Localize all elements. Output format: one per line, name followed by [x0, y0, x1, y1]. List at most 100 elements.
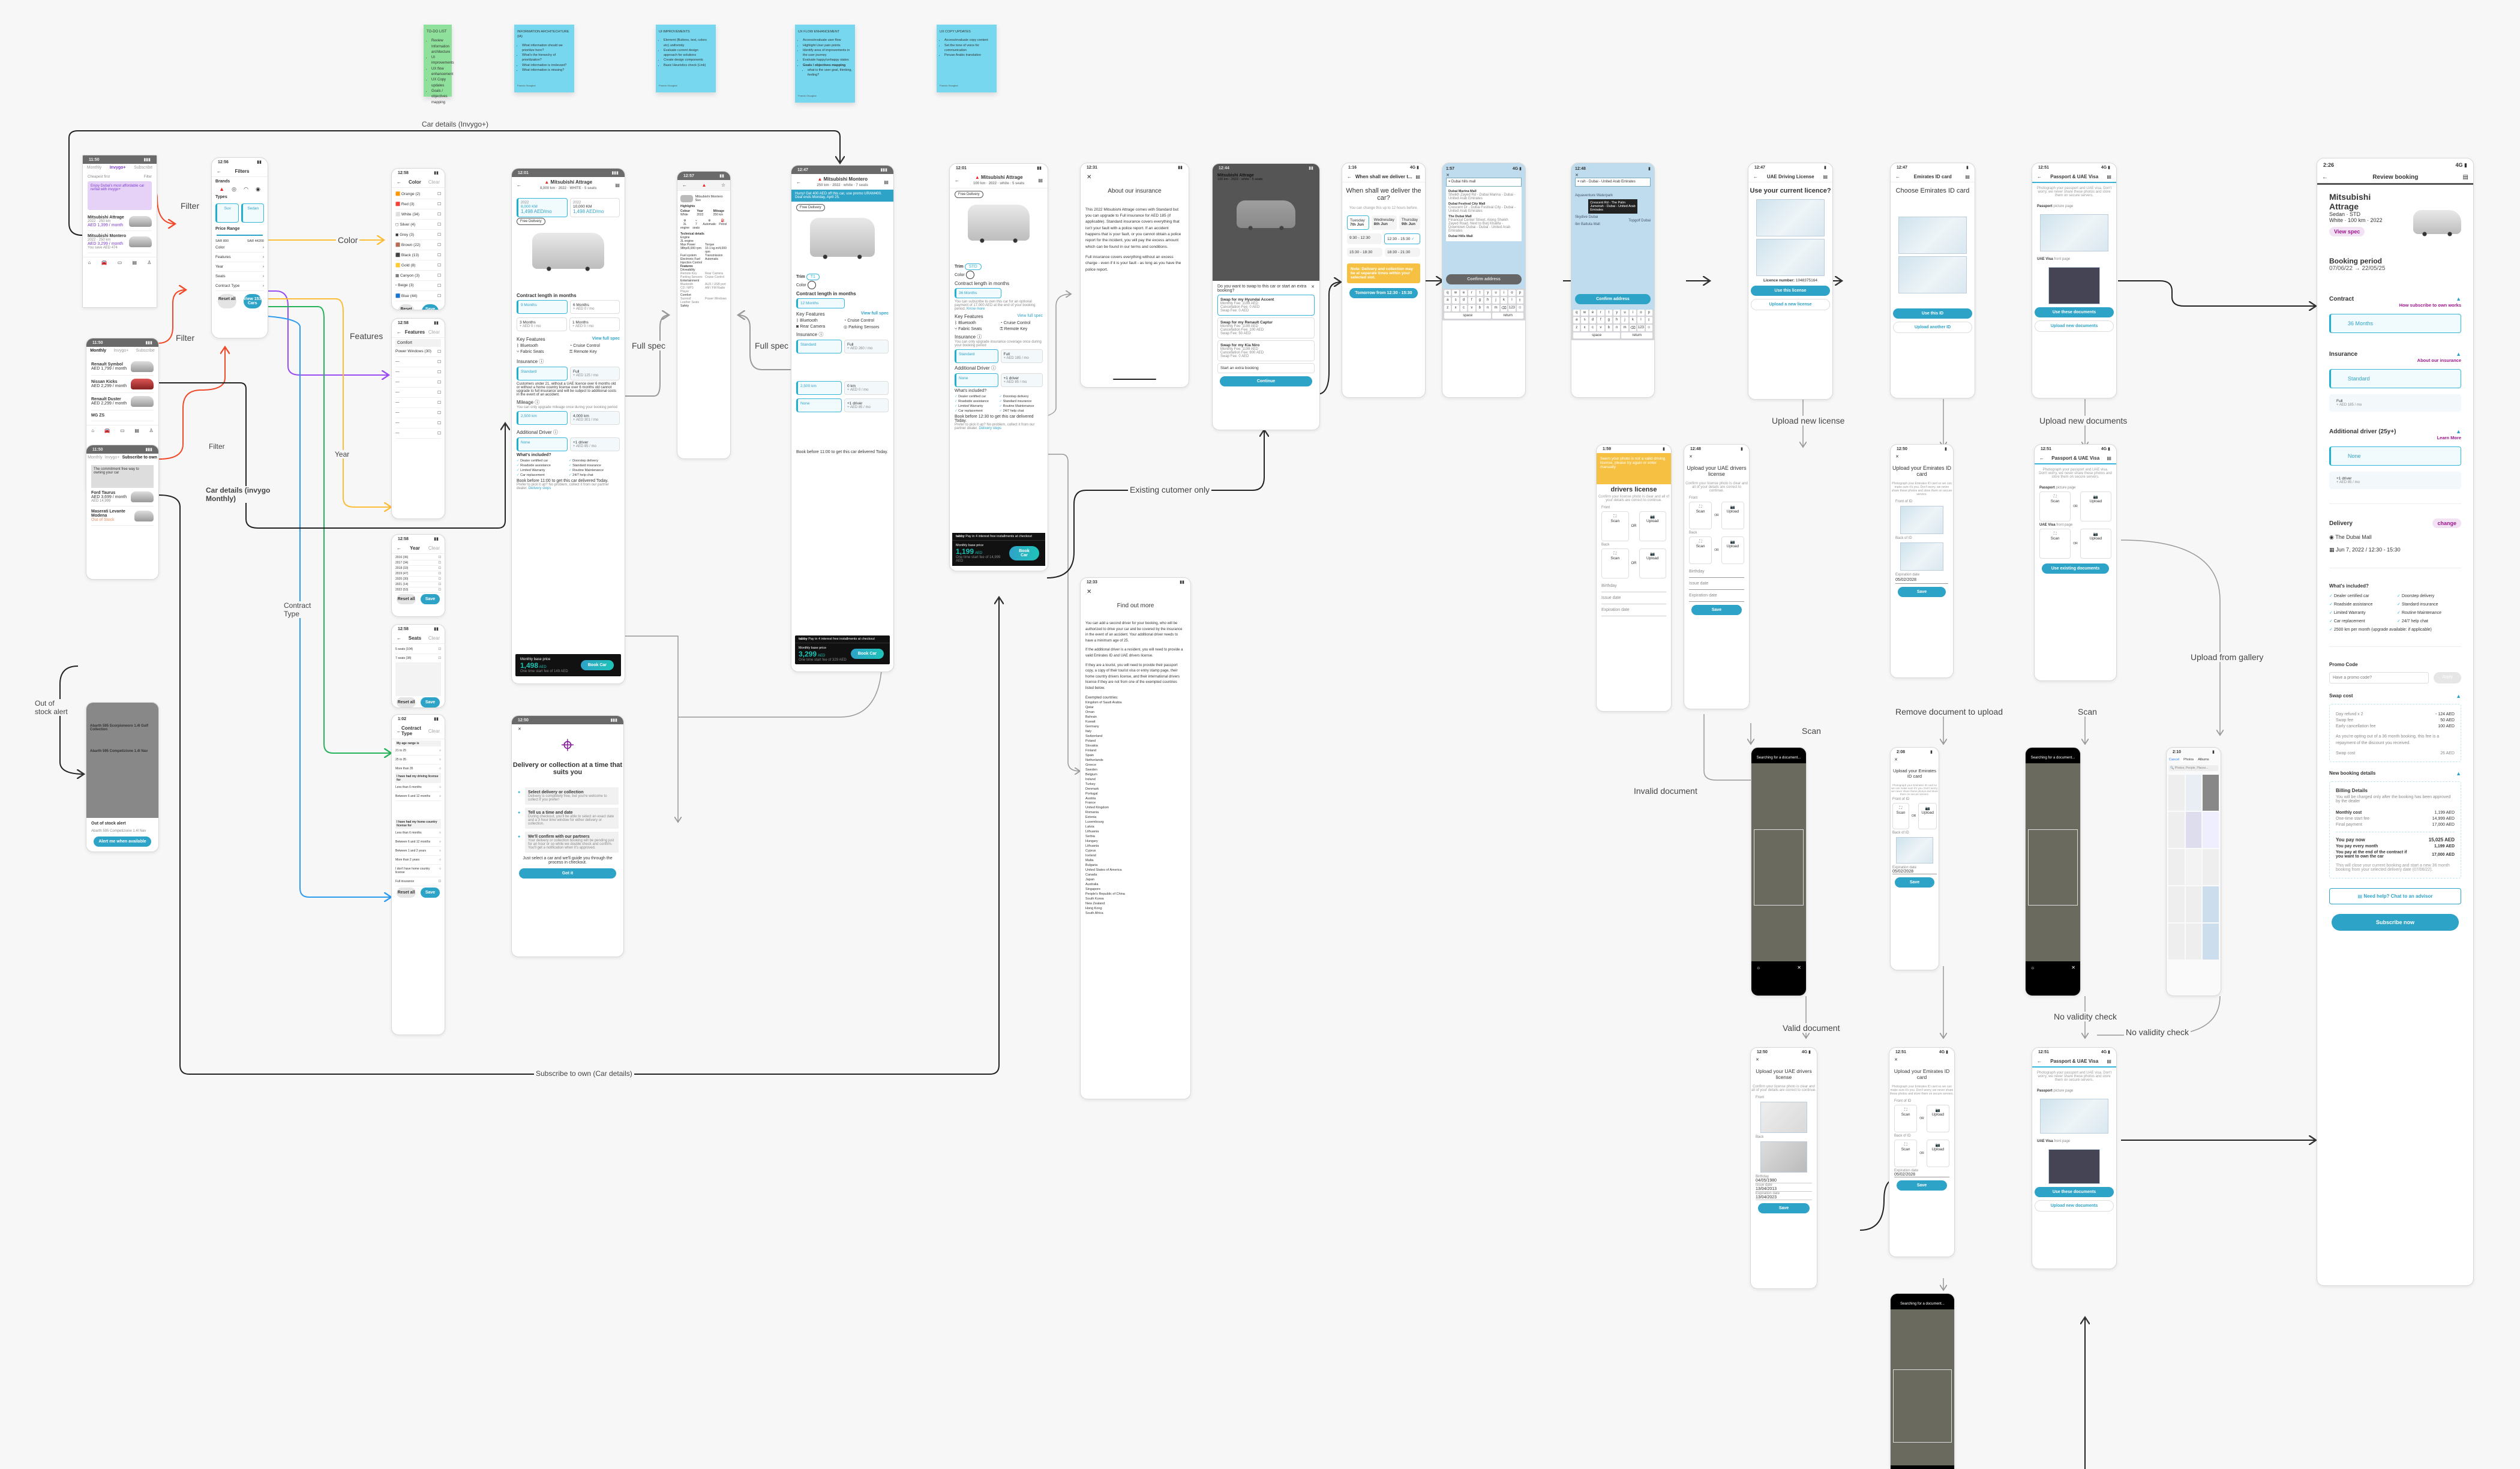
use-id-button[interactable]: Use this ID [1893, 308, 1972, 319]
home-license-option[interactable]: More than 2 years○ [395, 856, 441, 865]
change-delivery-button[interactable]: change [2432, 518, 2461, 528]
screen-out-of-stock[interactable]: Abarth 595 Scorpioneoro 1.4l Gulf Collec… [86, 702, 159, 852]
cancel-button[interactable]: Cancel [2169, 758, 2180, 762]
filter-contract-type[interactable]: Contract Type› [215, 281, 264, 291]
view-full-spec-link[interactable]: View full spec [592, 337, 620, 341]
contract-option[interactable]: 12 Months [796, 298, 845, 308]
tab-invygo-plus[interactable]: Invygo+ [109, 166, 126, 170]
screen-emirates-upload[interactable]: 12:50▮ ✕ Upload your Emirates ID card Ph… [1890, 444, 1954, 678]
age-option[interactable]: 25 to 35○ [395, 756, 441, 765]
wallet-icon[interactable]: ▤ [132, 260, 137, 265]
back-arrow-icon[interactable]: ← [397, 545, 401, 551]
car-icon[interactable]: 🚘 [104, 428, 110, 433]
full-insurance-toggle[interactable]: Full insurance☐ [395, 877, 441, 886]
upload-button[interactable]: 📷Upload [1926, 1140, 1949, 1167]
home-icon[interactable]: ⌂ [88, 260, 91, 265]
driver-option[interactable]: +1 driver+ AED 85 / mo [2329, 472, 2461, 489]
address-input[interactable]: ⌖ rah - Dubai - United Arab Emirates [1575, 178, 1651, 187]
filter-color[interactable]: Color› [215, 243, 264, 253]
contract-option[interactable]: 36 Months [2329, 314, 2461, 333]
age-option[interactable]: 21 to 25○ [395, 747, 441, 756]
filter-year[interactable]: Year› [215, 262, 264, 272]
collapse-triangle-icon[interactable]: ▲ [2456, 771, 2461, 777]
screen-license-invalid[interactable]: 1:59▮ Seem your photo is not a valid dri… [1596, 444, 1672, 712]
color-option[interactable]: ▫ Beige (3)☐ [395, 281, 441, 291]
back-arrow-icon[interactable]: ← [2037, 174, 2042, 179]
trim-option[interactable]: T1 [806, 274, 820, 280]
home-license-option[interactable]: Between 6 and 12 months○ [395, 838, 441, 847]
back-arrow-icon[interactable]: ← [517, 182, 521, 188]
flash-icon[interactable]: ☼ [2030, 965, 2035, 970]
sticky-ux-copy[interactable]: UX COPY UPDATES Access/evaluate copy con… [937, 25, 997, 92]
use-documents-button[interactable]: Use these documents [2035, 307, 2114, 317]
contract-option[interactable]: 9 Months [517, 300, 568, 314]
chat-icon[interactable]: ▤ [1823, 174, 1828, 179]
camera-viewfinder[interactable] [1891, 1309, 1954, 1465]
driver-option[interactable]: None [517, 437, 568, 451]
screen-license-upload[interactable]: 12:48▮ ✕ Upload your UAE drivers license… [1684, 444, 1750, 709]
filter-button[interactable]: Filter [143, 175, 152, 179]
back-arrow-icon[interactable]: ← [796, 179, 801, 185]
collapse-triangle-icon[interactable]: ▲ [2456, 296, 2461, 302]
insurance-option[interactable]: Standard [2329, 369, 2461, 388]
expiration-date-field[interactable]: Expiration date [1689, 590, 1744, 602]
promo-code-input[interactable] [2329, 672, 2429, 683]
apply-promo-button[interactable]: Apply [2434, 672, 2461, 683]
alert-me-button[interactable]: Alert me when available [94, 837, 151, 847]
know-more-link[interactable]: Know more [967, 307, 985, 311]
upload-button[interactable]: 📷Upload [2080, 491, 2111, 521]
continue-button[interactable]: Continue [1220, 376, 1312, 386]
insurance-option[interactable]: Full+ AED 125 / mo [570, 367, 620, 380]
chat-advisor-button[interactable]: ▤ Need help? Chat to an advisor [2329, 888, 2461, 905]
sticky-ux-flow[interactable]: UX FLOW ENHANCEMENT Access/evaluate user… [795, 25, 855, 103]
driver-option[interactable]: +1 driver+ AED 85 / mo [844, 398, 889, 412]
screen-delivery-info[interactable]: 12:50▮▮▮ ✕ ⌖ Delivery or collection at a… [511, 715, 624, 957]
contract-option[interactable]: 3 Months+ AED 0 / mo [517, 317, 567, 331]
insurance-option[interactable]: Standard [955, 349, 998, 363]
sticky-ia[interactable]: INFORMATION ARCHITECHTURE (IA) What info… [514, 25, 574, 92]
tab-monthly[interactable]: Monthly [86, 166, 102, 170]
back-arrow-icon[interactable]: ← [1753, 174, 1758, 179]
chat-icon[interactable]: ▤ [884, 179, 889, 185]
sticky-ui[interactable]: UI IMPROVEMENTS Element (Buttons, text, … [656, 25, 716, 92]
tab-monthly[interactable]: Monthly [90, 349, 107, 353]
back-arrow-icon[interactable]: ← [1895, 174, 1900, 179]
year-option[interactable]: 2022 (53)☐ [395, 588, 441, 593]
color-option[interactable]: ⬛ Black (13)☐ [395, 250, 441, 260]
scan-button[interactable]: ⛶Scan [1894, 1140, 1918, 1167]
upload-documents-button[interactable]: Upload new documents [2035, 320, 2114, 332]
reset-all-button[interactable]: Reset all [397, 594, 416, 604]
time-slot[interactable]: 18:30 - 21:30 [1385, 248, 1420, 257]
screen-camera-scan[interactable]: Searching for a document... [1890, 1293, 1955, 1469]
delivery-steps-link[interactable]: Delivery steps [979, 427, 1002, 430]
price-slider[interactable] [217, 235, 263, 236]
contract-option[interactable]: 36 Months [955, 288, 1002, 298]
back-arrow-icon[interactable]: ← [1347, 174, 1352, 179]
screen-license-current[interactable]: 12:47▮ ←UAE Driving License▤ Use your cu… [1748, 163, 1833, 400]
upload-button[interactable]: 📷Upload [1926, 1105, 1949, 1132]
close-icon[interactable]: ✕ [1087, 174, 1092, 181]
color-swatch[interactable] [807, 281, 816, 289]
save-button[interactable]: Save [421, 594, 440, 604]
seat-option[interactable]: 7 seats (38)☐ [395, 654, 441, 663]
expiration-date-field[interactable]: 05/02/2028 [1892, 870, 1937, 874]
issue-date-field[interactable]: Issue date [1689, 578, 1744, 590]
save-button[interactable]: Save [1691, 605, 1742, 615]
list-item-car[interactable]: MG ZS [91, 410, 154, 421]
insurance-option[interactable]: Standard [517, 367, 568, 380]
back-arrow-icon[interactable]: ← [2039, 455, 2044, 461]
book-car-button[interactable]: Book Car [850, 649, 884, 659]
year-option[interactable]: 2017 (34)☐ [395, 561, 441, 566]
contract-option[interactable]: 6 Months+ AED 0 / mo [570, 300, 620, 314]
